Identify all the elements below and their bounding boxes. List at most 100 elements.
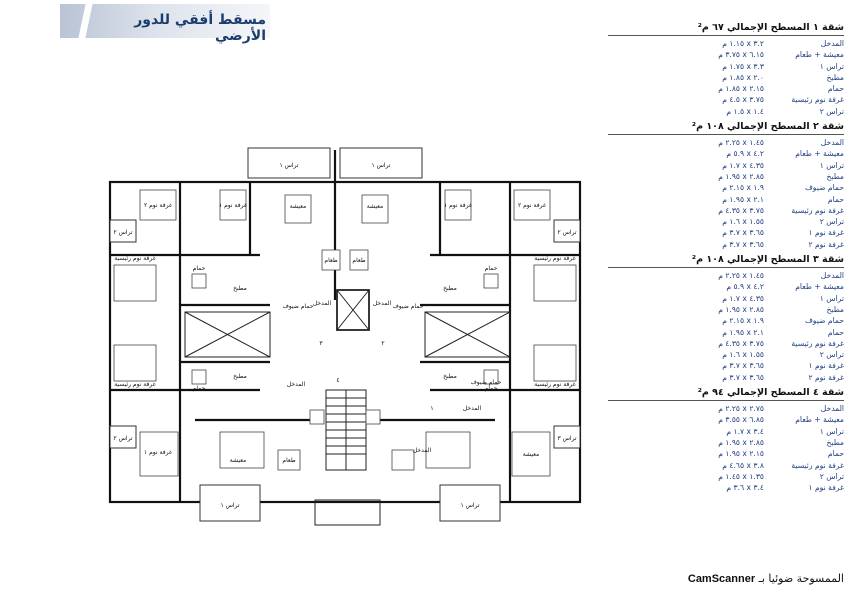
floor-plan: تراس ١ تراس ١ تراس ٢ تراس ٢ تراس ٢ تراس … [108,147,582,526]
scan-footer: الممسوحة ضوئيا بـ CamScanner [668,572,844,585]
label-kitchen-nw: مطبخ [233,285,247,292]
legend-room-name: المدخل [820,271,844,281]
legend-room-dims: ٢.٨٥ x ١.٩٥ م [718,437,764,447]
legend-room-dims: ٢.٠ x ١.٨٥ م [722,72,764,82]
legend-room-dims: ١.٩ x ٢.١٥ م [722,316,764,326]
legend-room-name: المدخل [820,39,844,48]
legend-room-name: مطبخ [826,437,845,447]
legend-room-name: تراس ٢ [819,471,844,481]
legend-room-name: مطبخ [826,72,845,82]
legend-room-name: حمام ضيوف [804,316,844,326]
legend-room-name: حمام [827,194,844,204]
legend-room-dims: ٢.١ x ١.٩٥ م [722,194,764,204]
label-bath-se: حمام [485,385,498,392]
legend-room-dims: ١.٣٥ x ١.٤٥ م [718,471,764,481]
legend-room-dims: ٣.٦٥ x ٣.٧ م [722,372,764,382]
legend-row: المدخل ٣.٢ x ١.١٥ م [608,38,844,49]
legend-room-dims: ٦.٨٥ x ٣.٥٥ م [718,415,764,425]
legend-row: حمام ضيوف ١.٩ x ٢.١٥ م [608,315,844,326]
label-bedroom2-nw: غرفة نوم ٢ [144,202,172,209]
core [184,289,511,526]
label-unit-3: ٣ [319,340,323,347]
label-living-se: معيشة [523,451,540,458]
label-bath-sw: حمام [193,385,206,392]
legend-row: حمام ٢.١ x ١.٩٥ م [608,194,844,205]
legend-room-name: تراس ٢ [819,350,844,360]
legend-room-dims: ٢.٨٥ x ١.٩٥ م [718,171,764,181]
label-dining-sw: طعام [282,457,295,464]
label-terrace2-nw: تراس ٢ [113,229,132,236]
legend-room-dims: ٣.٧٥ x ٤.٣٥ م [718,205,764,215]
scan-brand: CamScanner [687,573,756,585]
legend-room-name: غرفة نوم رئيسية [791,460,844,470]
label-entrance-sw: المدخل [287,381,306,388]
label-master-ne: غرفة نوم رئيسية [534,255,576,262]
legend-room-name: غرفة نوم ٢ [808,372,844,382]
furniture [113,189,577,477]
legend-room-dims: ٣.٨ x ٤.٦٥ م [722,460,764,470]
label-entrance-ne: المدخل [373,300,392,307]
legend-room-name: تراس ١ [819,293,844,303]
terraces [109,147,581,522]
legend-room-name: غرفة نوم رئيسية [791,95,844,105]
legend-room-dims: ٣.٤ x ١.٧ م [726,426,764,436]
label-bath-ne: حمام [485,265,498,272]
legend-room-name: حمام [827,449,844,459]
label-bath-nw: حمام [193,265,206,272]
label-unit-2: ٢ [381,340,384,347]
legend-apartment-title: شقة ٤ المسطح الإجمالي ٩٤ م² [608,387,844,402]
legend-room-name: غرفة نوم ١ [808,483,844,493]
legend-room-dims: ٣.٢ x ١.١٥ م [722,39,764,48]
legend-room-dims: ٢.١٥ x ١.٩٥ م [718,449,764,459]
legend-room-name: تراس ١ [819,160,844,170]
label-bedroom1-ne: غرفة نوم ١ [444,202,472,209]
legend-room-dims: ٢.١٥ x ١.٨٥ م [718,84,764,94]
legend-room-dims: ٢.١ x ١.٩٥ م [722,327,764,337]
walls [108,150,582,504]
legend-row: حمام ٢.١٥ x ١.٩٥ م [608,448,844,459]
legend-room-name: المدخل [820,404,844,414]
label-entrance-main: المدخل [413,447,432,454]
label-dining-n2: طعام [352,257,365,264]
label-dining-n1: طعام [324,257,337,264]
legend-room-dims: ٣.٧٥ x ٤.٥ م [722,95,764,105]
label-master-sw: غرفة نوم رئيسية [114,381,156,388]
legend-row: غرفة نوم رئيسية ٣.٨ x ٤.٦٥ م [608,460,844,471]
legend-room-dims: ٣.٦٥ x ٣.٧ م [722,239,764,249]
label-living-n2: معيشة [367,203,384,210]
plan-title: مسقط أفقي للدور الأرضي [134,12,266,44]
legend-room-name: تراس ١ [819,426,844,436]
label-entrance-se: المدخل [463,405,482,412]
label-living-n1: معيشة [290,203,307,210]
legend-row: تراس ٢ ١.٣٥ x ١.٤٥ م [608,471,844,482]
legend-room-name: معيشة + طعام [795,50,844,60]
legend-room-dims: ٢.٨٥ x ١.٩٥ م [718,304,764,314]
legend-room-name: تراس ٢ [819,217,844,227]
legend-room-dims: ٤.٢ x ٥.٩ م [726,149,764,159]
legend-room-name: غرفة نوم رئيسية [791,338,844,348]
legend-room-name: غرفة نوم ١ [808,228,844,238]
legend-room-dims: ٣.٣ x ١.٧٥ م [722,61,764,71]
legend-room-dims: ١.٩ x ٢.١٥ م [722,183,764,193]
legend-room-dims: ١.٤ x ١.٥ م [726,106,764,116]
legend-row: مطبخ ٢.٨٥ x ١.٩٥ م [608,437,844,448]
label-guest-bath-se: حمام ضيوف [471,379,502,386]
